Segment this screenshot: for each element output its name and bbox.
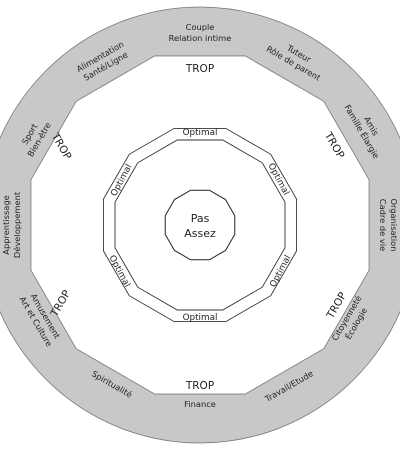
category-line1: Couple xyxy=(186,22,215,32)
optimal-label-top: Optimal xyxy=(183,128,218,138)
optimal-label-bottom: Optimal xyxy=(183,313,218,323)
category-label-6: Finance xyxy=(184,399,216,409)
center-polygon xyxy=(164,189,236,261)
category-label-0: Couple Relation intime xyxy=(169,22,232,43)
category-line2: Développement xyxy=(12,191,22,258)
optimal-label: Optimal xyxy=(183,128,218,138)
trop-label-bottom: TROP xyxy=(185,380,214,392)
category-label-9: Apprentissage Développement xyxy=(1,191,22,258)
category-line1: Organisation xyxy=(389,198,399,251)
center-label-line1: Pas xyxy=(191,212,210,225)
optimal-band-inner xyxy=(114,139,286,311)
category-line2: Relation intime xyxy=(169,33,232,43)
center-label-line2: Assez xyxy=(184,227,216,240)
category-line2: Cadre de vie xyxy=(378,199,388,251)
category-label-3: Organisation Cadre de vie xyxy=(378,198,399,251)
trop-label: TROP xyxy=(185,63,214,75)
category-line1: Finance xyxy=(184,399,216,409)
optimal-label: Optimal xyxy=(183,313,218,323)
trop-label-top: TROP xyxy=(185,63,214,75)
optimal-band-outer xyxy=(102,127,298,323)
category-line1: Apprentissage xyxy=(1,195,11,254)
trop-label: TROP xyxy=(185,380,214,392)
